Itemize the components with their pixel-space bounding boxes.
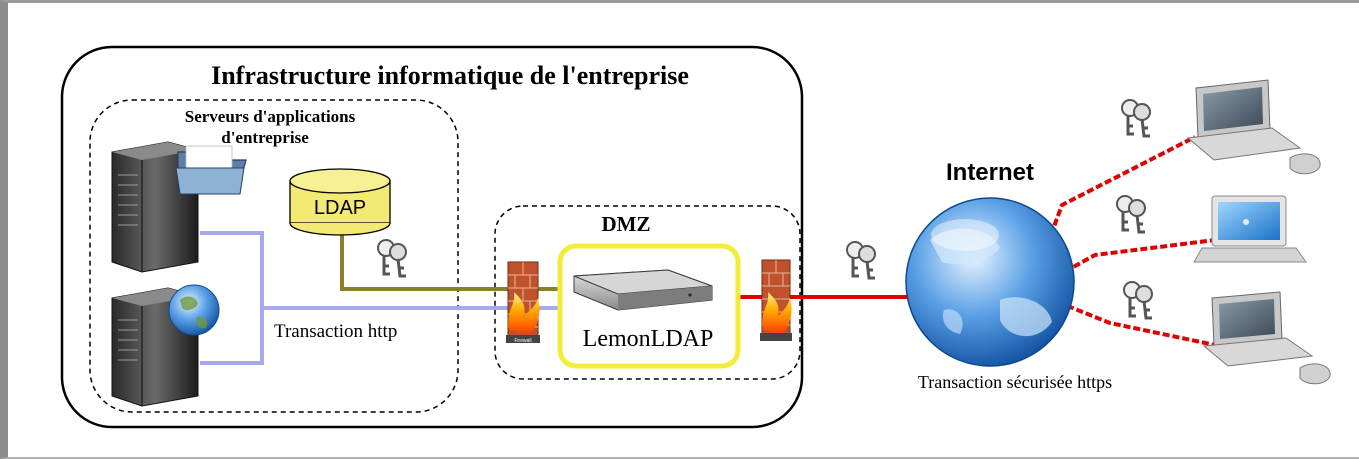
dmz-box — [494, 205, 801, 380]
ldap-label: LDAP — [314, 197, 366, 219]
firewall-icon — [760, 259, 792, 341]
infrastructure-title: Infrastructure informatique de l'entrepr… — [211, 61, 689, 90]
firewall-icon: Firewall — [506, 261, 540, 344]
globe-icon — [168, 284, 220, 336]
computer-icon — [1186, 79, 1321, 175]
ldap-link — [340, 228, 575, 291]
dmz-title: DMZ — [602, 212, 651, 236]
key-icon — [846, 241, 876, 280]
http-transaction-label: Transaction http — [274, 321, 397, 342]
https-transaction-label: Transaction sécurisée https — [918, 372, 1112, 392]
key-icon — [1123, 281, 1153, 320]
key-icon — [1116, 195, 1146, 234]
appliance-icon — [573, 269, 713, 311]
infrastructure-box — [60, 45, 804, 429]
app-servers-box — [89, 99, 459, 413]
firewall-label: Firewall — [514, 338, 531, 344]
ldap-database: LDAP — [289, 168, 391, 236]
key-icon — [1121, 99, 1151, 138]
lemonldap-label: LemonLDAP — [583, 326, 714, 352]
https-link-client3 — [1029, 289, 1216, 347]
key-icon — [377, 239, 407, 278]
internet-label: Internet — [946, 159, 1034, 186]
app-servers-title-line1: Serveurs d'applications — [185, 107, 356, 126]
folder-icon — [175, 145, 247, 195]
laptop-icon — [1193, 195, 1307, 263]
globe-icon — [905, 197, 1075, 367]
app-servers-title-line2: d'entreprise — [221, 128, 309, 147]
computer-icon — [1202, 291, 1331, 385]
http-link-server1 — [200, 231, 264, 365]
